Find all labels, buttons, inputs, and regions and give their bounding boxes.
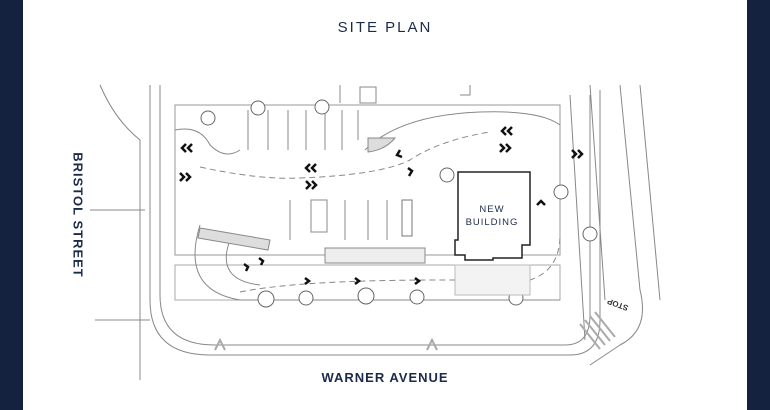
street-label-west: BRISTOL STREET	[70, 152, 86, 278]
traffic-arrows	[179, 126, 584, 285]
outer-curb	[149, 85, 601, 356]
building-label: NEW BUILDING	[465, 204, 519, 228]
tree	[250, 100, 266, 116]
new-building-outline	[454, 171, 531, 261]
street-label-south: WARNER AVENUE	[321, 370, 449, 385]
page-title: SITE PLAN	[337, 19, 433, 36]
